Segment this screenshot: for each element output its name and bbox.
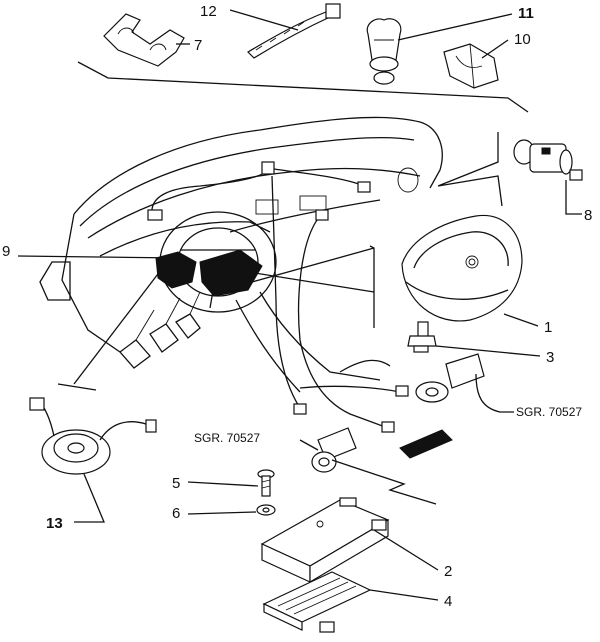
- callout-9-leader: [17, 255, 181, 259]
- callout-9: 9: [2, 243, 10, 260]
- sgr-reference-center: SGR. 70527: [194, 431, 260, 445]
- callout-5: 5: [172, 475, 180, 492]
- part-12-cable-tie: [247, 3, 341, 59]
- clock-spring-baseline: [57, 383, 97, 391]
- part-4-bracket-plate: [262, 571, 372, 633]
- center-separator-line: [331, 459, 437, 505]
- callout-12-leader: [229, 9, 299, 31]
- seat-belt-buckle-right: [415, 353, 485, 403]
- callout-4-leader: [369, 589, 439, 601]
- callout-10-leader: [481, 39, 509, 59]
- callout-1-leader: [503, 313, 539, 327]
- part-8-bracket: [437, 132, 503, 207]
- callout-11-leader: [397, 13, 513, 41]
- callout-12: 12: [200, 3, 217, 20]
- callout-8-leader: [565, 180, 582, 215]
- pretensioner-module: [399, 429, 453, 459]
- seat-belt-buckle-center: [311, 427, 357, 473]
- airbag-bracket: [369, 245, 375, 328]
- part-13-clock-spring: [29, 397, 157, 475]
- part-5-bolt: [257, 469, 275, 497]
- callout-11: 11: [518, 5, 534, 22]
- callout-6: 6: [172, 505, 180, 522]
- callout-3-leader: [435, 345, 541, 357]
- callout-13: 13: [46, 515, 63, 532]
- part-6-washer: [256, 504, 276, 516]
- airbag-leader-a: [235, 269, 375, 293]
- callout-1: 1: [544, 319, 552, 336]
- sgr-reference-right: SGR. 70527: [516, 405, 582, 419]
- callout-13-leader: [74, 473, 105, 523]
- top-separator-line: [77, 61, 529, 113]
- callout-3: 3: [546, 349, 554, 366]
- callout-4: 4: [444, 593, 452, 610]
- callout-5-leader: [187, 481, 259, 487]
- part-8-connector: [513, 139, 583, 181]
- callout-2: 2: [444, 563, 452, 580]
- part-7-holder-bracket: [103, 13, 185, 67]
- part-3-bolt: [407, 321, 437, 353]
- clock-spring-leader: [73, 265, 165, 385]
- callout-6-leader: [187, 511, 257, 515]
- part-10-retaining-clip: [443, 43, 499, 89]
- callout-8: 8: [584, 207, 592, 224]
- part-2-control-unit: [260, 497, 390, 584]
- dashboard-assembly: [39, 116, 443, 433]
- callout-10: 10: [514, 31, 531, 48]
- part-11-clip: [366, 18, 402, 85]
- sgr-right-leader: [475, 373, 514, 413]
- callout-7: 7: [194, 37, 202, 54]
- airbag-leader-b: [251, 247, 375, 283]
- callout-2-leader: [373, 529, 439, 571]
- sgr-center-leader: [299, 439, 319, 451]
- part-1-driver-airbag: [401, 214, 523, 322]
